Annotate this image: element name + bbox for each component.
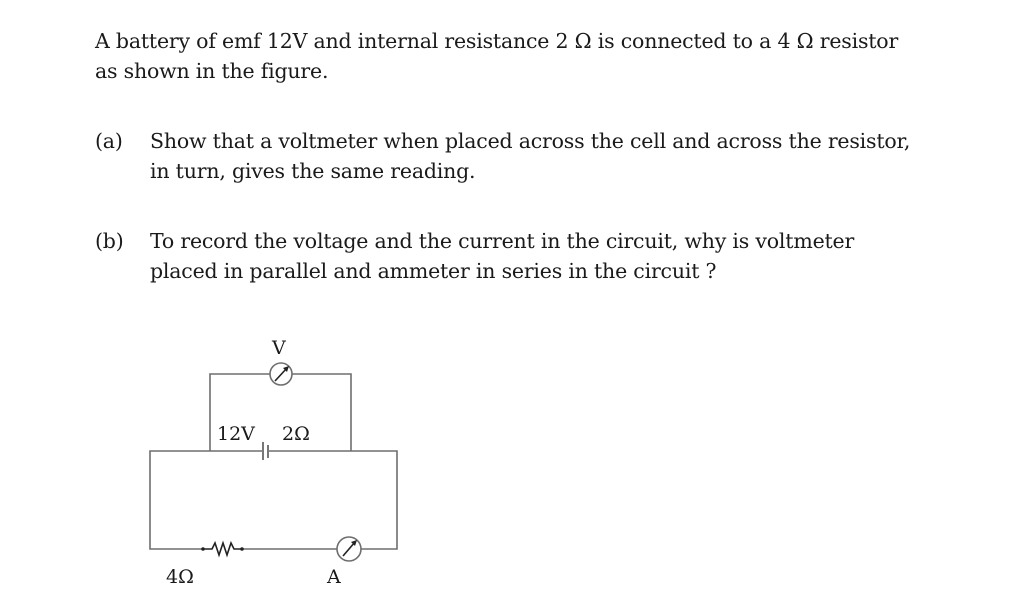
question-a-text: Show that a voltmeter when placed across… <box>150 129 911 183</box>
ammeter-icon <box>336 536 362 562</box>
voltmeter-label: V <box>271 337 286 359</box>
voltmeter-wire-left <box>209 373 270 451</box>
question-a: (a) Show that a voltmeter when placed ac… <box>95 126 925 186</box>
resistor-label: 4Ω <box>166 566 194 588</box>
question-b-label: (b) <box>95 229 124 253</box>
cell-icon <box>262 442 269 460</box>
internal-resistance-label: 2Ω <box>282 423 310 445</box>
voltmeter-wire-right <box>292 373 352 451</box>
problem-statement: A battery of emf 12V and internal resist… <box>95 29 899 83</box>
main-wire-right <box>269 450 398 550</box>
voltmeter-icon <box>269 362 293 386</box>
main-wire-left <box>149 450 262 550</box>
ammeter-label: A <box>326 566 341 588</box>
question-b: (b) To record the voltage and the curren… <box>95 226 925 286</box>
emf-label: 12V <box>217 423 255 445</box>
resistor-icon <box>201 540 244 558</box>
question-a-label: (a) <box>95 129 123 153</box>
question-b-text: To record the voltage and the current in… <box>150 229 855 283</box>
